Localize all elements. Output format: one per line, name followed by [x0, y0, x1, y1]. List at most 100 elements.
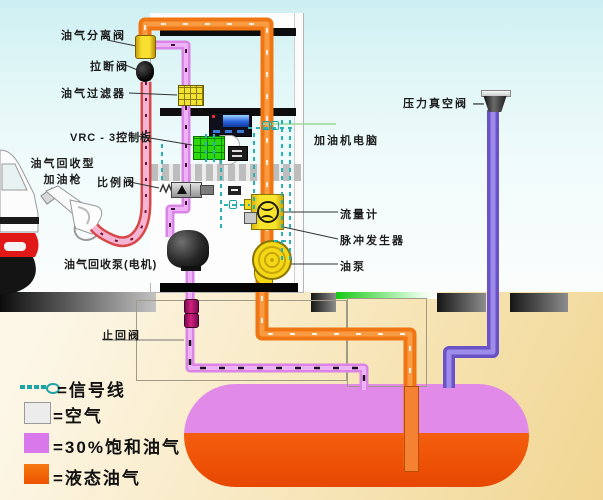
car-wheel [0, 257, 36, 295]
signal-line [253, 133, 255, 211]
tank-vapor-space [184, 384, 529, 433]
legend-signal-line-icon [20, 383, 60, 394]
signal-connector [271, 121, 279, 130]
relay-dash [232, 150, 242, 152]
label-recovery-nozzle-line2: 加油枪 [43, 174, 83, 186]
leader-proportional-valve [129, 181, 160, 189]
leader-separator-valve [106, 39, 137, 47]
signal-dash [20, 385, 25, 389]
hose-flow-dashes [93, 82, 147, 243]
signal-connector [262, 121, 270, 130]
signal-line [274, 240, 290, 242]
relay-dash [232, 155, 242, 157]
vent-pipe-body [443, 110, 499, 388]
vapor-recovery-pump-motor [167, 230, 209, 268]
vent-pipe [443, 110, 499, 388]
label-pulse-generator: 脉冲发生器 [340, 235, 405, 247]
island-block-3 [510, 293, 568, 312]
island-block-1 [311, 293, 336, 312]
nozzle-detail-line [77, 206, 91, 225]
relay-module [228, 146, 248, 161]
island-block-2 [437, 293, 486, 312]
dispenser-island-base [160, 283, 298, 292]
hose-outer [89, 82, 152, 248]
valve-sensor [228, 186, 241, 195]
label-separator-valve: 油气分离阀 [61, 30, 126, 42]
tank-manhole-outline [347, 298, 427, 387]
car-trim-strip [0, 217, 39, 224]
computer-button [225, 130, 232, 133]
label-dispenser-computer: 加油机电脑 [314, 135, 379, 147]
proportional-valve [171, 182, 202, 198]
signal-line [289, 120, 291, 260]
vent-pipe-sheen [446, 110, 496, 388]
fuel-nozzle [40, 185, 103, 241]
pump-motor-base [181, 266, 201, 271]
signal-dash [41, 385, 46, 389]
return-pipe-lower-dashes [188, 264, 366, 390]
legend-liquid-fuel-label: =液态油气 [53, 469, 141, 488]
check-valve-lower [184, 313, 199, 328]
legend-signal-line-label: =信号线 [57, 381, 126, 400]
underground-storage-tank [184, 384, 529, 487]
signal-line [281, 120, 283, 260]
computer-led [212, 115, 215, 118]
label-recovery-nozzle: 油气回收型 加油枪 [26, 155, 100, 187]
signal-line [248, 127, 296, 129]
hose-inner [91, 82, 149, 245]
computer-button [213, 130, 220, 133]
legend-saturated-vapor-swatch [24, 433, 49, 453]
computer-button [237, 130, 244, 133]
leader-vapor-filter [128, 92, 178, 96]
cabinet-top-bar [160, 28, 296, 36]
signal-line [205, 134, 207, 162]
label-control-board: VRC - 3控制板 [70, 132, 153, 144]
nozzle-guard [73, 225, 98, 241]
cabinet-right-column [294, 13, 303, 291]
road-surface [0, 292, 156, 312]
car [0, 149, 39, 295]
label-breakaway-valve: 拉断阀 [90, 61, 129, 73]
sensor-dash [231, 189, 238, 191]
label-check-valve: 止回阀 [102, 330, 141, 342]
legend-air-swatch [24, 402, 51, 424]
label-recovery-nozzle-line1: 油气回收型 [30, 158, 96, 170]
signal-line [161, 144, 163, 182]
flow-meter-dial [257, 201, 279, 223]
computer-screen [223, 115, 249, 127]
liquid-pipe-lower-dashes [261, 252, 411, 467]
flow-meter [251, 194, 284, 230]
label-proportional-valve: 比例阀 [97, 177, 136, 189]
signal-oval [46, 383, 60, 394]
pulse-generator [244, 212, 257, 224]
label-flow-meter: 流量计 [340, 209, 379, 221]
signal-dash [34, 385, 39, 389]
vapor-filter [178, 85, 204, 106]
label-oil-pump: 油泵 [340, 261, 366, 273]
breakaway-valve [136, 61, 154, 82]
signal-line [213, 134, 215, 162]
oil-pump [252, 240, 292, 280]
green-strip [336, 292, 437, 299]
leader-control-board [137, 135, 193, 146]
signal-connector [229, 200, 237, 209]
vapor-recovery-hose [89, 82, 152, 248]
vrc3-control-board [193, 136, 225, 160]
signal-dash [27, 385, 32, 389]
car-light [4, 242, 26, 251]
car-window [1, 163, 28, 191]
liquid-pipe-upper-dashes [144, 23, 268, 250]
signal-line [224, 204, 250, 206]
signal-line [220, 160, 222, 232]
label-vapor-filter: 油气过滤器 [61, 88, 126, 100]
fill-pipe-inside-tank [404, 386, 419, 472]
valve-triangle-symbol [177, 185, 187, 194]
valve-divider [190, 184, 191, 196]
label-pressure-vacuum-valve: 压力真空阀 — [403, 98, 487, 110]
legend-air-label: =空气 [53, 407, 103, 426]
tank-liquid-fuel [184, 433, 529, 487]
vapor-separator-valve [135, 35, 156, 59]
check-valve-upper [184, 299, 199, 314]
